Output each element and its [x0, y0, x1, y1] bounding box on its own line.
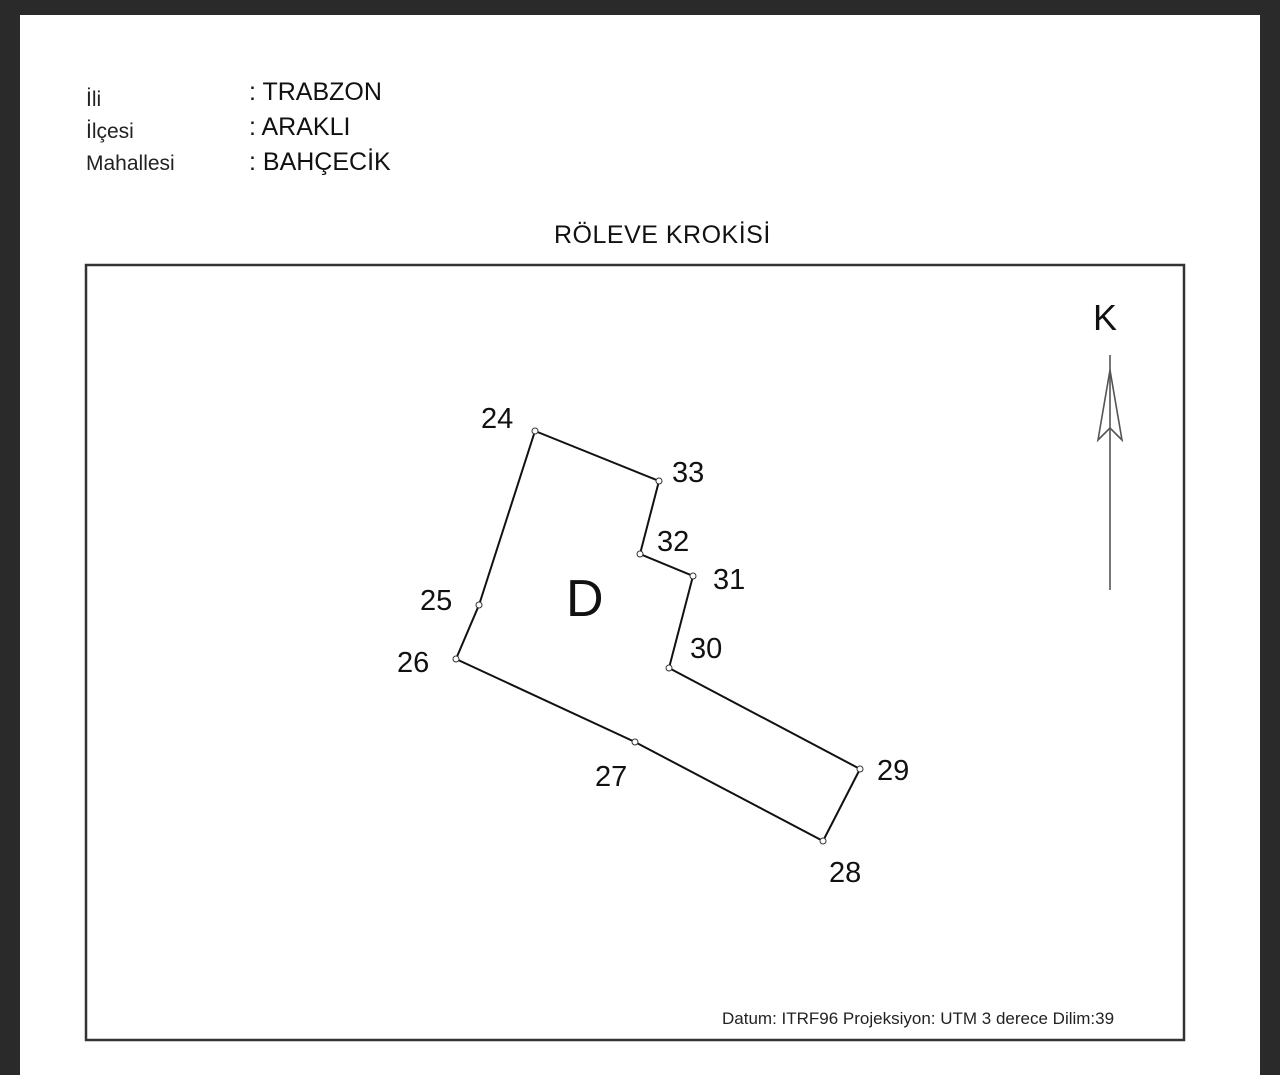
point-label: 26: [397, 647, 429, 679]
point-label: 30: [690, 633, 722, 665]
parcel-boundary: [454, 429, 862, 843]
field-value-mahalle: : BAHÇECİK: [249, 148, 391, 176]
datum-note: Datum: ITRF96 Projeksiyon: UTM 3 derece …: [722, 1009, 1115, 1028]
field-label-il: İli: [86, 88, 102, 111]
north-arrow-icon: [1096, 355, 1124, 590]
point-label: 25: [420, 585, 452, 617]
field-label-mahalle: Mahallesi: [86, 152, 175, 175]
point-label: 33: [672, 457, 704, 489]
point-label: 28: [829, 857, 861, 889]
parcel-label: D: [566, 570, 604, 628]
field-value-ilce: : ARAKLI: [249, 113, 351, 141]
sketch-frame: [84, 263, 1186, 1042]
vertex-markers: [452, 427, 864, 845]
field-value-il: : TRABZON: [249, 78, 382, 106]
point-label: 24: [481, 403, 513, 435]
field-label-ilce: İlçesi: [86, 120, 134, 143]
north-label: K: [1093, 297, 1117, 338]
point-label: 32: [657, 526, 689, 558]
sketch-title: RÖLEVE KROKİSİ: [554, 221, 771, 249]
point-label: 31: [713, 564, 745, 596]
point-label: 29: [877, 755, 909, 787]
point-label: 27: [595, 761, 627, 793]
document-page: [20, 15, 1260, 1075]
